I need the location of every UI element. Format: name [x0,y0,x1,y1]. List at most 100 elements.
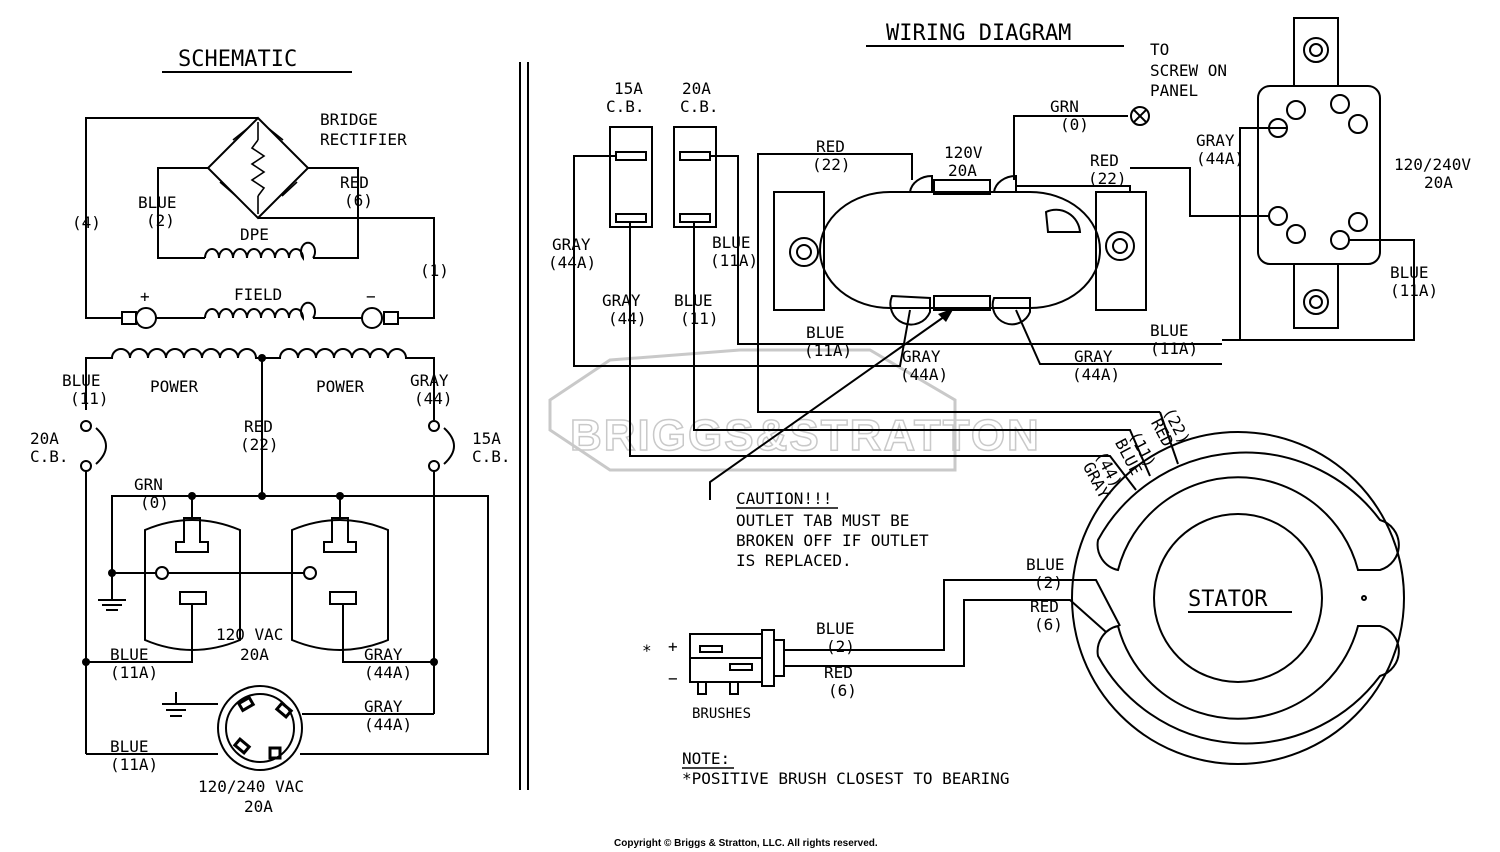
gray44a-top-num: (44A) [1196,149,1244,168]
blue11a-left-label: BLUE [712,233,751,252]
duplex-outlet-left [144,496,241,651]
cb-20a-label: 20A [30,429,59,448]
gray-44a-b-num: (44A) [364,715,412,734]
field-label: FIELD [234,285,282,304]
gray44a-left-label: GRAY [552,235,591,254]
section-divider [519,62,529,790]
panel-screw-icon [1130,106,1150,126]
red-22-num: (22) [240,435,279,454]
gray44a-top-label: GRAY [1196,131,1235,150]
to-screw-3: PANEL [1150,81,1198,100]
bridge-label-2: RECTIFIER [320,130,407,149]
v120-label-2: 20A [948,161,977,180]
dpe-label: DPE [240,225,269,244]
power-coil-left [85,348,262,410]
cb-15a-label: 15A [472,429,501,448]
cb15-label-2: C.B. [606,97,645,116]
blue11-num: (11) [680,309,719,328]
cb20-label-2: C.B. [680,97,719,116]
to-screw-2: SCREW ON [1150,61,1227,80]
bridge-label-1: BRIDGE [320,110,378,129]
blue11a-bot2-label: BLUE [1150,321,1189,340]
gray-44a-label: GRAY [364,645,403,664]
gray-44-label: GRAY [410,371,449,390]
to-screw-1: TO [1150,40,1169,59]
v120-label: 120V [944,143,983,162]
twistlock-label-2: 20A [244,797,273,816]
blue11a-bot1-label: BLUE [806,323,845,342]
stator [1071,431,1405,765]
wiring-title: WIRING DIAGRAM [886,21,1071,46]
power-coil-right [262,348,435,420]
caution-title: CAUTION!!! [736,489,832,508]
wire-4-label: (4) [72,213,101,232]
outlet-240v [1257,17,1381,329]
outlet-120v [773,174,1147,326]
field-plus: + [140,287,150,306]
gray-44-num: (44) [414,389,453,408]
brushes-label: BRUSHES [692,706,751,722]
red6-s-num: (6) [1034,615,1063,634]
blue-11-label: BLUE [62,371,101,390]
red6-s-label: RED [1030,597,1059,616]
blue-11a-label: BLUE [110,645,149,664]
red-6-num: (6) [344,191,373,210]
cb20-label: 20A [682,79,711,98]
breaker-15a [609,126,653,228]
outlet-120v-label-2: 20A [240,645,269,664]
blue-11-num: (11) [70,389,109,408]
brush-plus: + [668,637,678,656]
copyright: Copyright © Briggs & Stratton, LLC. All … [614,838,878,849]
blue2-b-num: (2) [826,637,855,656]
gray44a-bot2-label: GRAY [1074,347,1113,366]
grn-label: GRN [134,475,163,494]
gray44a-bot1-num: (44A) [900,365,948,384]
red22-l-num: (22) [812,155,851,174]
gray-44a-b-label: GRAY [364,697,403,716]
blue-11a-b-label: BLUE [110,737,149,756]
v240-label: 120/240V [1394,155,1471,174]
blue11a-bot1-num: (11A) [804,341,852,360]
schematic-title: SCHEMATIC [178,47,297,72]
blue11a-right-label: BLUE [1390,263,1429,282]
gray-44a-num: (44A) [364,663,412,682]
red22-l-label: RED [816,137,845,156]
red-6-label: RED [340,173,369,192]
brush-minus: − [668,669,678,688]
watermark-text: BRIGGS&STRATTON [570,411,1041,460]
brush-asterisk: * [642,641,652,660]
field-brush-negative [361,307,383,329]
gray44-num: (44) [608,309,647,328]
caution-line-3: IS REPLACED. [736,551,852,570]
w-grn-num: (0) [1060,115,1089,134]
power-right-label: POWER [316,377,365,396]
note-title: NOTE: [682,749,730,768]
outlet-120v-label: 120 VAC [216,625,283,644]
note-text: *POSITIVE BRUSH CLOSEST TO BEARING [682,769,1010,788]
caution-line-2: BROKEN OFF IF OUTLET [736,531,929,550]
cb-15a-label-2: C.B. [472,447,511,466]
duplex-outlet-right [291,496,389,651]
blue2-s-label: BLUE [1026,555,1065,574]
blue-11a-b-num: (11A) [110,755,158,774]
blue2-s-num: (2) [1034,573,1063,592]
red6-b-label: RED [824,663,853,682]
w-grn-label: GRN [1050,97,1079,116]
red22-r-num: (22) [1088,169,1127,188]
field-coil [204,301,316,321]
breaker-20a [673,126,717,228]
blue11-label: BLUE [674,291,713,310]
field-brush-positive [135,307,157,329]
blue-2-label: BLUE [138,193,177,212]
red-22-label: RED [244,417,273,436]
wiring: WIRING DIAGRAM TO SCREW ON PANEL 15A C.B… [548,17,1471,788]
blue11a-right-num: (11A) [1390,281,1438,300]
cb15-label: 15A [614,79,643,98]
gray44a-bot1-label: GRAY [902,347,941,366]
blue-11a-num: (11A) [110,663,158,682]
dpe-coil [204,241,316,261]
wire-1-label: (1) [420,261,449,280]
gray44-label: GRAY [602,291,641,310]
twistlock-outlet [217,685,303,771]
